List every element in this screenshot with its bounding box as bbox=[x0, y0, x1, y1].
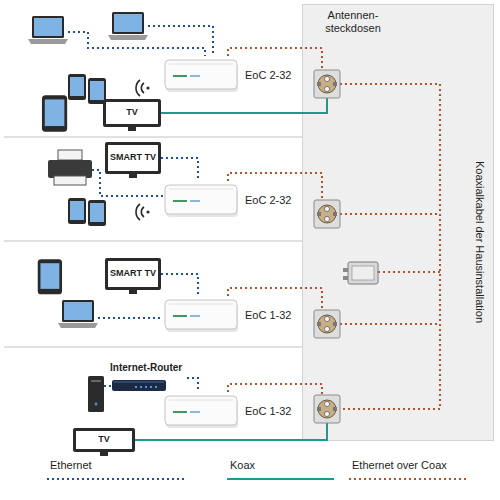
panel-heading: Antennen- steckdosen bbox=[311, 9, 395, 34]
tv-screen: SMART TV bbox=[105, 142, 161, 174]
eoc-device-shape bbox=[163, 296, 241, 336]
tablet-icon bbox=[68, 74, 86, 100]
phone-icon bbox=[88, 78, 106, 104]
device-label: EoC 1-32 bbox=[245, 405, 291, 418]
tv-screen: TV bbox=[103, 99, 161, 127]
legend-label: Ethernet bbox=[50, 459, 92, 472]
legend-label: Ethernet over Coax bbox=[352, 459, 447, 472]
splitter bbox=[343, 262, 378, 284]
ethernet-cable bbox=[68, 26, 213, 386]
screen-label: SMART TV bbox=[110, 153, 156, 162]
device-label: EoC 1-32 bbox=[245, 309, 291, 322]
eoc-device-shape bbox=[163, 392, 241, 432]
eoc-device-shape bbox=[163, 181, 241, 221]
legend: Ethernet Koax Ethernet over Coax bbox=[0, 456, 500, 490]
wifi-symbol bbox=[136, 80, 150, 96]
row-separators bbox=[4, 137, 302, 347]
antenna-socket bbox=[314, 70, 340, 98]
screen-label: TV bbox=[126, 108, 138, 117]
legend-line-sample bbox=[47, 478, 186, 480]
pc-tower-icon bbox=[88, 376, 104, 412]
ethernet-connector bbox=[161, 274, 198, 296]
legend-entry: Ethernet over Coax bbox=[352, 459, 447, 472]
wifi-symbol bbox=[136, 204, 150, 220]
device-label: EoC 2-32 bbox=[245, 69, 291, 82]
tv-stand bbox=[100, 127, 137, 456]
router-shape bbox=[112, 378, 172, 394]
legend-label: Koax bbox=[230, 459, 255, 472]
legend-entry: Koax bbox=[230, 459, 255, 472]
legend-swatch bbox=[348, 476, 472, 482]
legend-swatch bbox=[46, 476, 190, 482]
coax-cable bbox=[135, 98, 327, 440]
internet-router: Internet-Router bbox=[110, 362, 187, 394]
laptop-icon bbox=[108, 12, 148, 40]
tv-screen: TV bbox=[73, 428, 135, 452]
eoc-cable bbox=[228, 48, 440, 409]
ethernet-connector bbox=[187, 378, 198, 392]
screen-label: SMART TV bbox=[110, 269, 156, 278]
eoc-adapter: EoC 2-32 bbox=[163, 181, 298, 221]
eoc-device-shape bbox=[163, 56, 241, 96]
legend-entry: Ethernet bbox=[50, 459, 92, 472]
ethernet-connector bbox=[161, 158, 198, 181]
tablet-icon bbox=[68, 198, 86, 224]
legend-swatch bbox=[226, 476, 338, 482]
tv-screen: SMART TV bbox=[105, 258, 161, 290]
panel-vertical-label: Koaxialkabel der Hausinstallation bbox=[474, 161, 485, 323]
antenna-socket bbox=[314, 395, 340, 423]
tablet-icon bbox=[38, 259, 62, 294]
device-label: EoC 2-32 bbox=[245, 194, 291, 207]
tablet-icon bbox=[42, 95, 67, 131]
printer-icon bbox=[48, 150, 92, 185]
screen-label: TV bbox=[98, 435, 110, 444]
antenna-socket bbox=[314, 310, 340, 338]
legend-line-sample bbox=[349, 478, 468, 480]
laptop-icon bbox=[28, 16, 68, 44]
eoc-adapter: EoC 1-32 bbox=[163, 296, 298, 336]
eoc-adapter: EoC 2-32 bbox=[163, 56, 298, 96]
eoc-adapter: EoC 1-32 bbox=[163, 392, 298, 432]
antenna-socket bbox=[314, 200, 340, 228]
house-installation-panel: Antennen- steckdosenKoaxialkabel der Hau… bbox=[302, 4, 494, 441]
router-label: Internet-Router bbox=[110, 362, 187, 374]
legend-line-sample bbox=[227, 478, 334, 480]
phone-icon bbox=[88, 200, 106, 226]
laptop-icon bbox=[58, 300, 98, 328]
